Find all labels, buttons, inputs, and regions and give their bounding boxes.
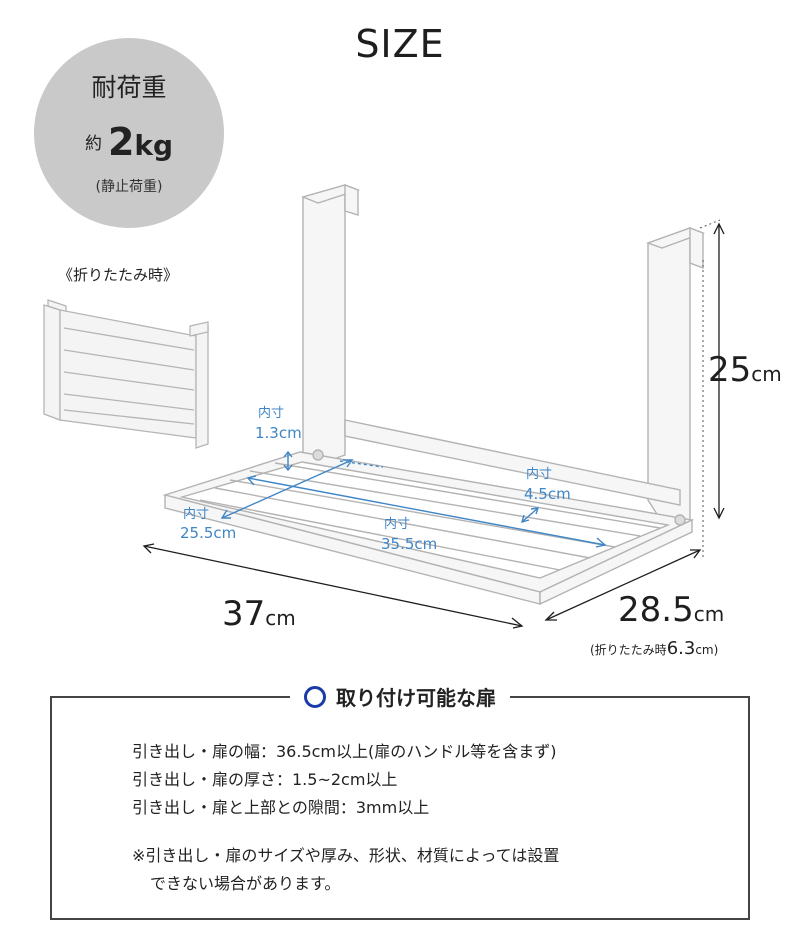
circle-icon <box>304 686 326 708</box>
outer-height-unit: cm <box>751 362 782 386</box>
inner-depth-value: 25.5cm <box>180 524 236 542</box>
inner-dimension-lines <box>220 450 607 548</box>
folded-depth-unit: cm) <box>695 643 719 657</box>
compatible-door-title: 取り付け可能な扉 <box>336 686 496 710</box>
inner-top-gap-value: 1.3cm <box>255 424 302 442</box>
outer-dimension-lines <box>142 222 725 629</box>
outer-height-dimension: 25cm <box>708 350 782 390</box>
outer-depth-dimension: 28.5cm <box>618 590 724 630</box>
folded-caption: 《折りたたみ時》 <box>58 266 179 284</box>
outer-width-dimension: 37cm <box>222 594 296 634</box>
outer-width-unit: cm <box>265 606 296 630</box>
inner-top-gap-label: 内寸 <box>258 405 284 421</box>
folded-depth-dimension: (折りたたみ時6.3cm) <box>590 638 718 659</box>
folded-product-illustration <box>43 299 209 449</box>
guide-dotted-lines <box>699 219 721 558</box>
note-line-2: できない場合があります。 <box>150 874 341 893</box>
spec-line-gap: 引き出し・扉と上部との隙間：3mm以上 <box>132 798 430 817</box>
load-capacity-note: (静止荷重) <box>95 179 163 195</box>
spec-line-thickness: 引き出し・扉の厚さ：1.5~2cm以上 <box>132 770 398 789</box>
folded-depth-prefix: (折りたたみ時 <box>590 643 667 657</box>
load-number: 2 <box>107 120 135 164</box>
inner-width-value: 35.5cm <box>381 535 437 553</box>
page-title: SIZE <box>355 22 445 66</box>
inner-bar-gap-label: 内寸 <box>526 466 552 482</box>
folded-depth-value: 6.3 <box>666 638 696 659</box>
outer-depth-value: 28.5 <box>618 590 694 630</box>
load-unit: kg <box>134 129 174 162</box>
compatible-door-heading: 取り付け可能な扉 <box>0 682 800 711</box>
note-line-1: ※引き出し・扉のサイズや厚み、形状、材質によっては設置 <box>132 846 560 865</box>
spec-line-width: 引き出し・扉の幅：36.5cm以上(扉のハンドル等を含まず) <box>132 742 557 761</box>
load-approx: 約 <box>84 134 102 154</box>
outer-width-value: 37 <box>222 594 266 634</box>
inner-bar-gap-value: 4.5cm <box>524 485 571 503</box>
inner-depth-label: 内寸 <box>183 506 209 522</box>
product-drawing: 内寸 1.3cm 内寸 4.5cm 内寸 25.5cm 内寸 35.5cm <box>43 183 725 629</box>
load-capacity-label: 耐荷重 <box>91 73 167 102</box>
outer-height-value: 25 <box>708 350 752 390</box>
outer-depth-unit: cm <box>693 602 725 626</box>
inner-width-label: 内寸 <box>384 516 410 532</box>
